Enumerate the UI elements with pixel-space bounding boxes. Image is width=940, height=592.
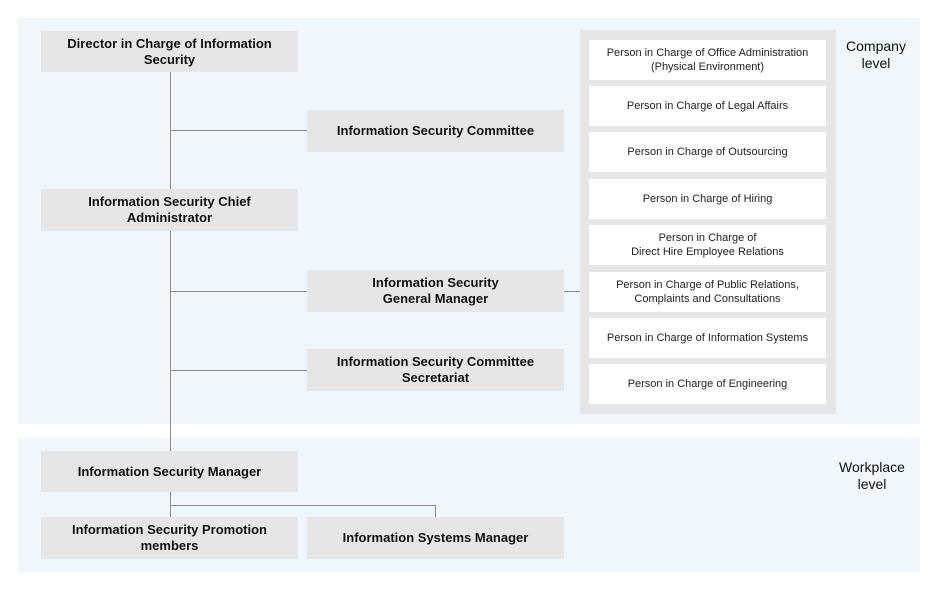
role-label: Person in Charge of Direct Hire Employee…: [631, 232, 784, 258]
role-label: Person in Charge of Hiring: [642, 193, 773, 205]
general-manager-label: Information Security General Manager: [372, 275, 499, 306]
chief-administrator-box: Information Security Chief Administrator: [41, 189, 298, 231]
role-public-relations: Person in Charge of Public Relations, Co…: [589, 272, 826, 312]
committee-label: Information Security Committee: [336, 123, 535, 138]
workplace-level-text: Workplace level: [839, 459, 905, 492]
secretariat-box: Information Security Committee Secretari…: [307, 349, 564, 391]
director-label: Director in Charge of Information Securi…: [67, 35, 272, 67]
connector-workplace-horizontal: [170, 505, 436, 506]
committee-box: Information Security Committee: [307, 110, 564, 152]
role-label: Person in Charge of Office Administratio…: [606, 47, 809, 73]
connector-systems-manager: [435, 505, 436, 517]
director-box: Director in Charge of Information Securi…: [41, 31, 298, 72]
role-label: Person in Charge of Engineering: [627, 378, 788, 390]
connector-secretariat: [170, 370, 307, 371]
company-level-label: Company level: [831, 38, 921, 72]
systems-manager-label: Information Systems Manager: [342, 530, 529, 545]
connector-gm-to-roles: [564, 291, 580, 292]
role-hiring: Person in Charge of Hiring: [589, 179, 826, 219]
security-manager-label: Information Security Manager: [77, 463, 262, 479]
secretariat-label: Information Security Committee Secretari…: [336, 354, 535, 385]
general-manager-box: Information Security General Manager: [307, 270, 564, 312]
role-label: Person in Charge of Public Relations, Co…: [616, 279, 799, 305]
role-label: Person in Charge of Information Systems: [606, 332, 809, 344]
chief-administrator-label: Information Security Chief Administrator: [88, 194, 251, 225]
connector-main-vertical: [170, 72, 171, 451]
role-label: Person in Charge of Legal Affairs: [626, 100, 789, 112]
role-direct-hire-relations: Person in Charge of Direct Hire Employee…: [589, 225, 826, 265]
role-label: Person in Charge of Outsourcing: [627, 146, 788, 158]
role-engineering: Person in Charge of Engineering: [589, 364, 826, 404]
role-information-systems: Person in Charge of Information Systems: [589, 318, 826, 358]
connector-committee: [170, 130, 307, 131]
connector-general-manager: [170, 291, 307, 292]
company-level-text: Company level: [846, 38, 906, 71]
promotion-members-label: Information Security Promotion members: [71, 522, 267, 553]
security-manager-box: Information Security Manager: [41, 451, 298, 492]
systems-manager-box: Information Systems Manager: [307, 517, 564, 559]
role-office-administration: Person in Charge of Office Administratio…: [589, 40, 826, 80]
role-outsourcing: Person in Charge of Outsourcing: [589, 132, 826, 172]
role-legal-affairs: Person in Charge of Legal Affairs: [589, 86, 826, 126]
workplace-level-label: Workplace level: [827, 459, 917, 493]
connector-manager-down: [170, 492, 171, 517]
promotion-members-box: Information Security Promotion members: [41, 517, 298, 559]
